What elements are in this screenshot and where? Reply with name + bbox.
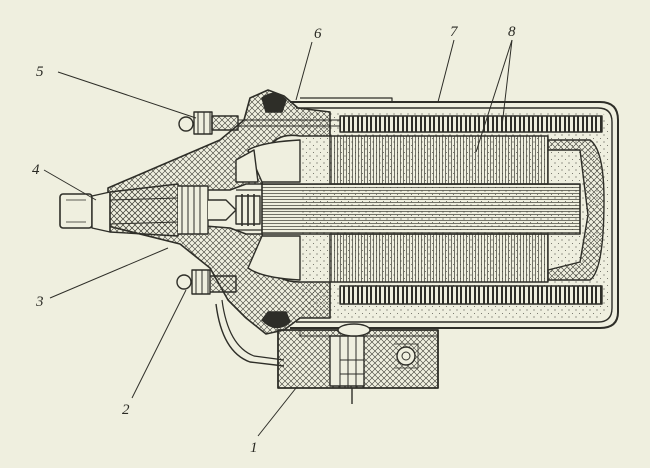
callout-6: 6 — [314, 26, 322, 42]
magnetic-core — [261, 183, 581, 235]
seal-ring — [261, 92, 291, 329]
callout-7: 7 — [450, 24, 459, 40]
primary-winding — [339, 115, 603, 305]
low-voltage-terminal-lower — [176, 269, 237, 295]
callout-5: 5 — [36, 64, 44, 80]
connecting-wire — [215, 299, 285, 367]
leader-lines — [43, 39, 513, 437]
callout-8: 8 — [508, 24, 516, 40]
housing-can — [290, 97, 619, 329]
high-voltage-terminal — [59, 183, 209, 237]
contact-spring — [208, 189, 262, 231]
secondary-winding — [329, 135, 549, 283]
callout-3: 3 — [35, 294, 44, 310]
callout-1: 1 — [250, 440, 258, 456]
callout-labels: 5 6 7 8 4 3 2 1 — [32, 24, 516, 456]
low-voltage-terminal-upper — [178, 111, 340, 135]
callout-2: 2 — [122, 402, 130, 418]
callout-4: 4 — [32, 162, 40, 178]
resistor-block — [277, 323, 439, 404]
